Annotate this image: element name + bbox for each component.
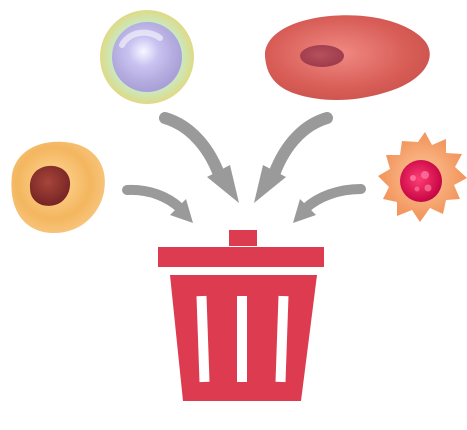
arrow-top-left [165,118,239,203]
arrow-top-right [254,118,327,203]
yellow-cell-icon [11,142,105,233]
trash-can-icon [158,230,324,401]
red-spindle-cell-icon [265,15,430,100]
arrows-group [127,118,361,223]
arrow-right [293,189,361,223]
spiky-cell-icon [378,132,467,222]
arrow-left [127,190,193,223]
white-cell-icon [100,10,194,104]
